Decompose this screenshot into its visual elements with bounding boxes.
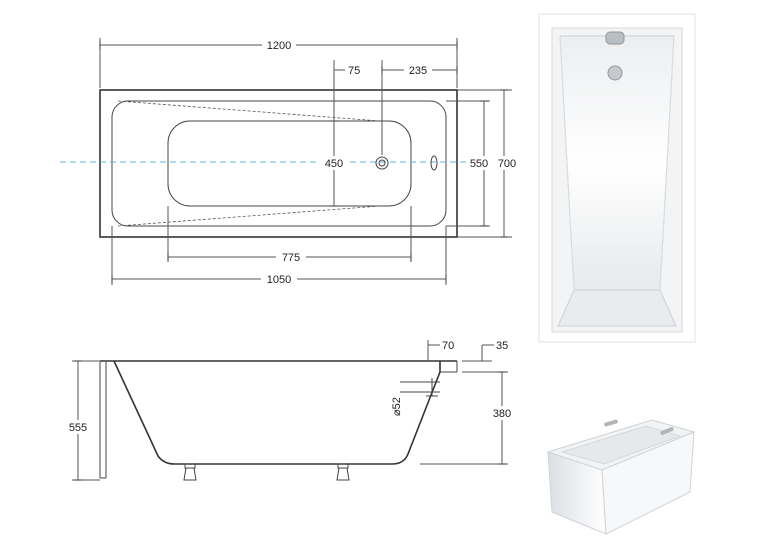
drain-icon [375, 156, 389, 170]
overflow-icon [430, 155, 438, 171]
drain-inner-icon [378, 159, 386, 167]
tub-side-profile [113, 360, 441, 465]
drain-photo-icon [607, 65, 623, 81]
dim-inner-width: 550 [470, 158, 488, 170]
dim-rim-thickness: 35 [496, 340, 508, 352]
dim-inner-depth: 380 [493, 408, 511, 420]
dim-total-height: 555 [69, 422, 87, 434]
dim-bottom-length: 775 [282, 252, 300, 264]
handle-right-icon [660, 427, 674, 435]
dim-overall-length: 1200 [267, 40, 291, 52]
dim-overflow-diameter: ⌀52 [391, 397, 403, 416]
dim-inner-width-mid: 450 [325, 158, 343, 170]
tub-basin-bottom [167, 120, 412, 207]
tub-inner-rim [111, 100, 447, 227]
tub-photo-perspective [546, 419, 696, 535]
tap-icon [605, 31, 625, 45]
handle-left-icon [604, 419, 618, 427]
tub-photo-top [538, 13, 696, 343]
tub-outer-rim [99, 89, 458, 238]
dim-overall-width: 700 [498, 158, 516, 170]
dim-drain-offset: 235 [409, 65, 427, 77]
slope-line-bottom [117, 205, 381, 227]
slope-line-top [117, 100, 381, 122]
side-view: ⌀52 555 70 35 380 [64, 340, 516, 481]
dim-tap-offset: 75 [348, 65, 360, 77]
top-view: 1200 75 235 450 550 700 775 [60, 37, 520, 286]
dim-rim-width: 70 [442, 340, 454, 352]
dim-inner-length: 1050 [267, 274, 291, 286]
